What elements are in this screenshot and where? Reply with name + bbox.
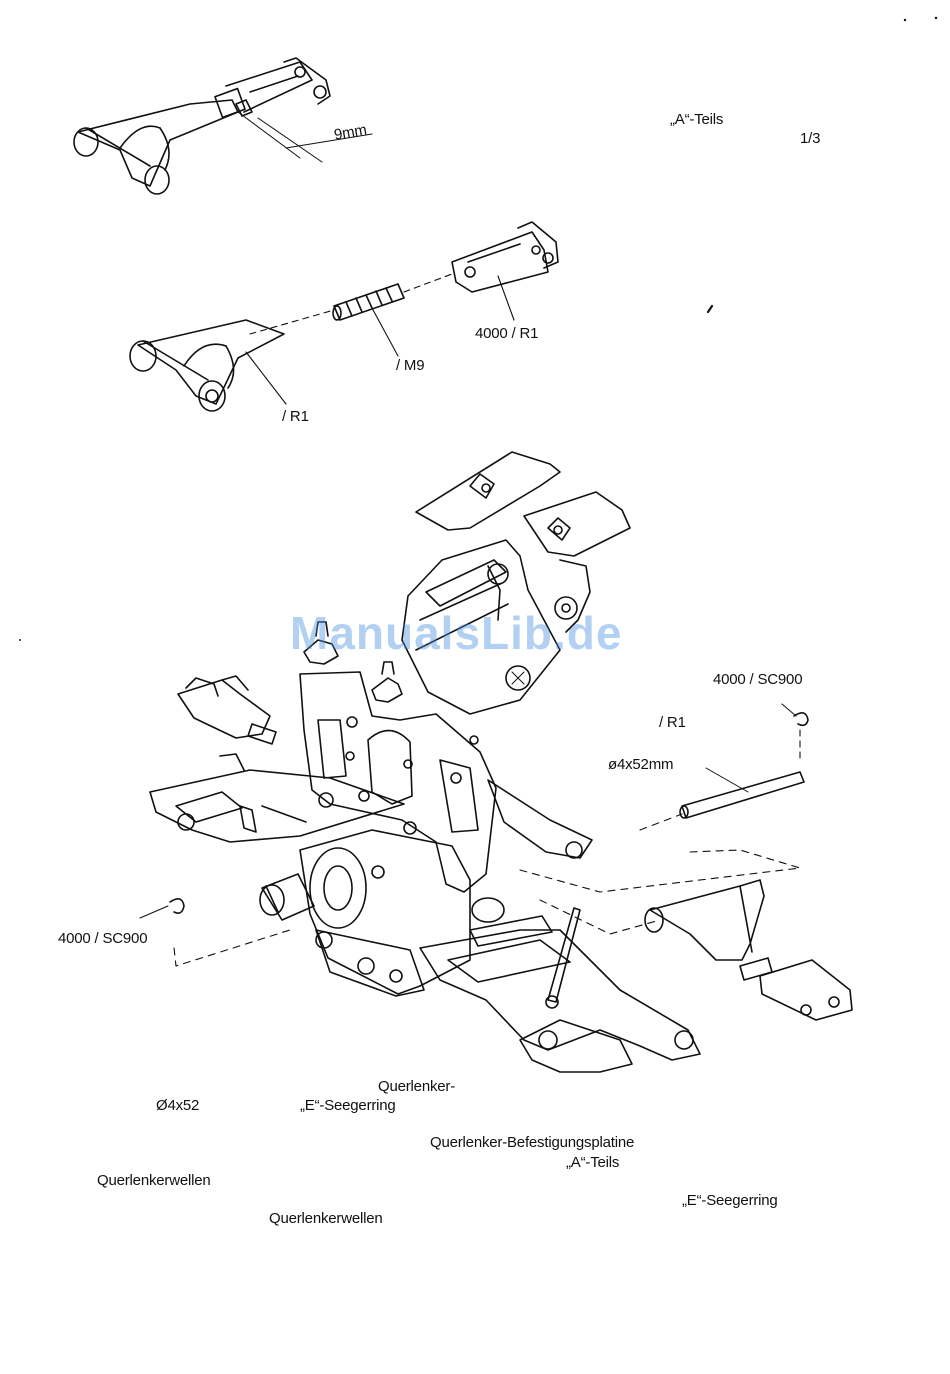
e-seegerring-label-2: „E“-Seegerring xyxy=(682,1192,778,1210)
part-r1-lower-label: / R1 xyxy=(282,408,309,426)
a-teils-label-bottom: „A“-Teils xyxy=(566,1154,619,1172)
part-4000-r1-label: 4000 / R1 xyxy=(475,325,538,343)
sc900-left-label: 4000 / SC900 xyxy=(58,930,147,948)
e-seegerring-label-1: „E“-Seegerring xyxy=(300,1097,396,1115)
querlenkerwellen-label-2: Querlenkerwellen xyxy=(269,1210,383,1228)
part-m9-label: / M9 xyxy=(396,357,424,375)
a-teils-label-top: „A“-Teils xyxy=(670,111,723,129)
querlenker-label: Querlenker- xyxy=(378,1078,455,1096)
figure-arm-assembled xyxy=(74,58,372,194)
watermark-text: ManualsLib.de xyxy=(290,606,622,660)
dimension-4x52-label: Ø4x52 xyxy=(156,1097,199,1115)
figure-arm-exploded xyxy=(130,222,558,411)
fraction-label: 1/3 xyxy=(800,130,820,148)
r1-right-label: / R1 xyxy=(659,714,686,732)
sc900-right-label: 4000 / SC900 xyxy=(713,671,802,689)
threaded-pin xyxy=(333,284,404,320)
shaft-dimension-label: ø4x52mm xyxy=(608,756,673,774)
querlenkerwellen-label-1: Querlenkerwellen xyxy=(97,1172,211,1190)
figure-main-assembly xyxy=(140,452,852,1072)
befestigungsplatine-label: Querlenker-Befestigungsplatine xyxy=(430,1134,634,1152)
